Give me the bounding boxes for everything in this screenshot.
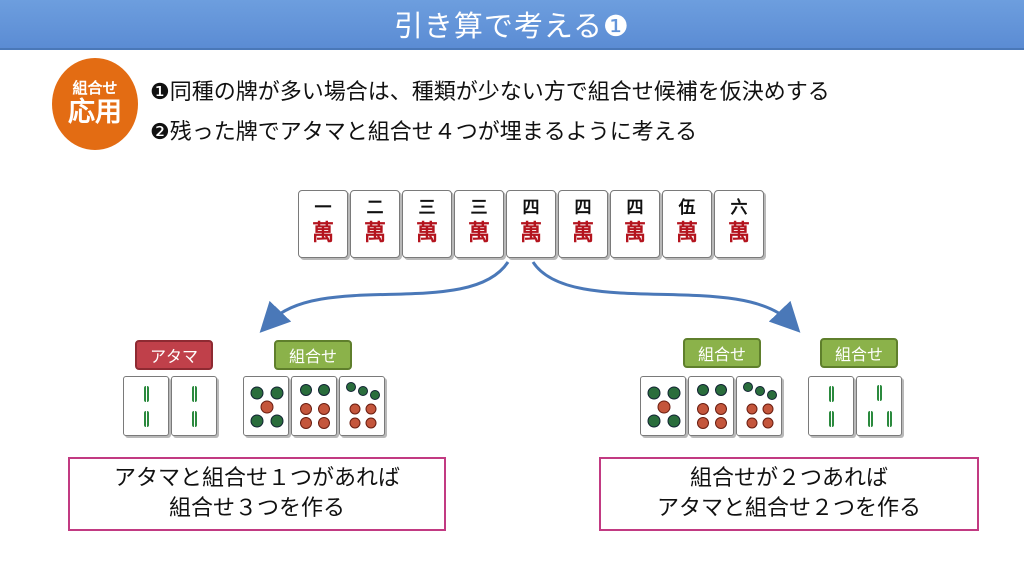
hand-tile: 四 萬 — [506, 190, 556, 258]
tile-suit: 萬 — [571, 220, 594, 246]
explanation-right-line1: 組合せが２つあれば — [689, 466, 888, 491]
two-sou-tile — [123, 376, 169, 436]
hand-tile: 三 萬 — [454, 190, 504, 258]
two-sou-tile — [171, 376, 217, 436]
six-pin-icon — [300, 384, 330, 429]
tile-number: 二 — [366, 198, 384, 218]
explanation-right: 組合せが２つあれば アタマと組合せ２つを作る — [599, 457, 979, 531]
tile-suit: 萬 — [363, 220, 386, 246]
left-arrow — [259, 261, 510, 333]
six-pin-tile — [688, 376, 734, 436]
three-sou-icon — [868, 385, 892, 427]
five-pin-tile — [640, 376, 686, 436]
three-sou-tile — [856, 376, 902, 436]
hand-tile: 二 萬 — [350, 190, 400, 258]
tile-number: 伍 — [678, 198, 696, 218]
tile-suit: 萬 — [623, 220, 646, 246]
page-title: 引き算で考える❶ — [0, 0, 1024, 50]
five-pin-tile — [243, 376, 289, 436]
hand-tile: 六 萬 — [714, 190, 764, 258]
five-pin-icon — [250, 386, 284, 428]
explanation-left: アタマと組合せ１つがあれば 組合せ３つを作る — [68, 457, 446, 531]
seven-pin-tile — [736, 376, 782, 436]
seven-pin-icon — [346, 382, 380, 429]
label-kumiawase-right-2: 組合せ — [820, 338, 898, 368]
explanation-right-line2: アタマと組合せ２つを作る — [656, 496, 921, 521]
tile-number: 六 — [730, 198, 748, 218]
rule-2: ❷残った牌でアタマと組合せ４つが埋まるように考える — [150, 120, 698, 145]
tile-suit: 萬 — [467, 220, 490, 246]
topic-badge: 組合せ 応用 — [52, 58, 138, 150]
seven-pin-tile — [339, 376, 385, 436]
tile-number: 一 — [314, 198, 332, 218]
hand-tile: 三 萬 — [402, 190, 452, 258]
five-pin-icon — [647, 386, 681, 428]
tile-suit: 萬 — [727, 220, 750, 246]
tile-number: 四 — [626, 198, 644, 218]
hand-tile: 四 萬 — [558, 190, 608, 258]
explanation-left-line1: アタマと組合せ１つがあれば — [113, 466, 400, 491]
explanation-left-line2: 組合せ３つを作る — [168, 496, 345, 521]
two-sou-tile — [808, 376, 854, 436]
two-sou-icon — [192, 386, 197, 427]
six-pin-icon — [697, 384, 727, 429]
label-kumiawase-right-1: 組合せ — [683, 338, 761, 368]
badge-line2: 応用 — [68, 97, 122, 128]
label-atama-left: アタマ — [135, 340, 213, 370]
tile-number: 四 — [574, 198, 592, 218]
tile-number: 四 — [522, 198, 540, 218]
rule-1: ❶同種の牌が多い場合は、種類が少ない方で組合せ候補を仮決めする — [150, 80, 830, 105]
tile-number: 三 — [470, 198, 488, 218]
tile-suit: 萬 — [311, 220, 334, 246]
hand-tile: 一 萬 — [298, 190, 348, 258]
badge-line1: 組合せ — [72, 79, 118, 97]
six-pin-tile — [291, 376, 337, 436]
two-sou-icon — [144, 386, 149, 427]
hand-tile: 四 萬 — [610, 190, 660, 258]
tile-suit: 萬 — [519, 220, 542, 246]
hand-tile: 伍 萬 — [662, 190, 712, 258]
right-arrow — [531, 261, 801, 333]
tile-suit: 萬 — [675, 220, 698, 246]
two-sou-icon — [829, 386, 834, 427]
label-kumiawase-left: 組合せ — [274, 340, 352, 370]
tile-number: 三 — [418, 198, 436, 218]
seven-pin-icon — [743, 382, 777, 429]
tile-suit: 萬 — [415, 220, 438, 246]
